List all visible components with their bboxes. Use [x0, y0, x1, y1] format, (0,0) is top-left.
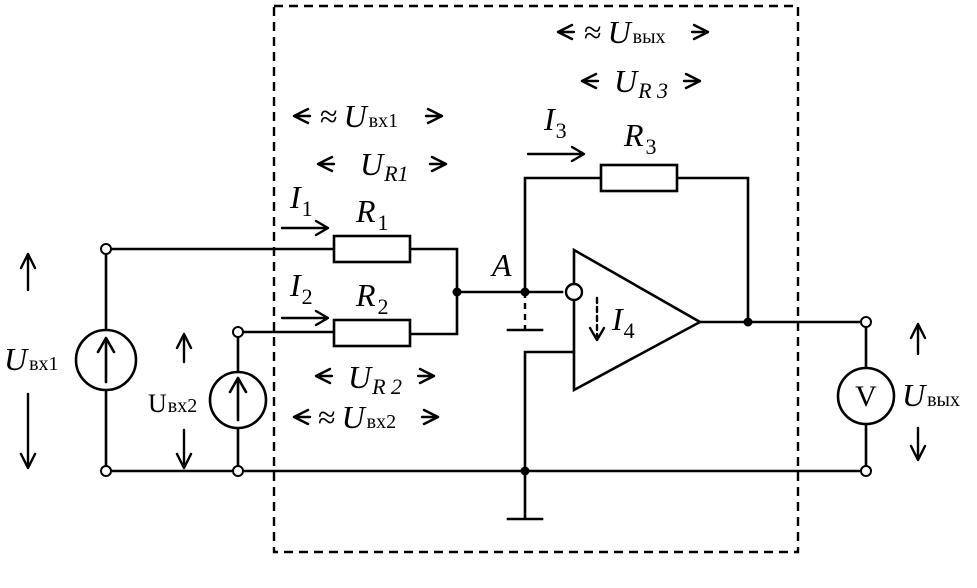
ann-ur3-text: UR 3 — [614, 63, 668, 103]
label-u-in2: Uвх2 — [148, 389, 197, 418]
r3-symbol: R — [623, 117, 644, 153]
approx-symbol-3: ≈ — [584, 14, 602, 50]
terminal-in1-top — [100, 243, 112, 255]
label-i2: I2 — [289, 267, 313, 309]
resistor-r2 — [332, 318, 412, 348]
label-i4: I4 — [611, 301, 635, 343]
ann-ur1-right-arrow — [428, 155, 448, 173]
ann-ur1-text: UR1 — [360, 146, 409, 186]
u-in1-subscript: вх1 — [29, 353, 58, 375]
u-in1-symbol: U — [4, 341, 29, 377]
r2-subscript: 2 — [378, 294, 389, 319]
label-i1: I1 — [289, 179, 313, 221]
ann-uin2-symbol: U — [342, 399, 367, 435]
junction-ground — [520, 466, 530, 476]
source-1-arrow — [96, 336, 116, 384]
i3-subscript: 3 — [556, 118, 567, 143]
ann-uout-right-arrow — [690, 23, 710, 41]
wire-feedback — [523, 176, 750, 324]
u-in2-symbol: U — [148, 389, 167, 418]
ann-ur3-left-arrow — [580, 72, 600, 90]
source-2-arrow — [228, 376, 248, 422]
i3-symbol: I — [543, 101, 556, 137]
r1-subscript: 1 — [378, 210, 389, 235]
i1-subscript: 1 — [302, 196, 313, 221]
ann-uin2-left-arrow — [292, 408, 312, 426]
label-r1: R1 — [355, 193, 389, 235]
ann-ur2-symbol: U — [348, 359, 373, 395]
terminal-in1-bottom — [100, 465, 112, 477]
ann-ur1-symbol: U — [360, 146, 385, 182]
u-in2-arrow-up — [175, 332, 193, 364]
label-r2: R2 — [355, 277, 389, 319]
i4-symbol: I — [611, 301, 624, 337]
ann-ur3-subscript: R 3 — [637, 78, 668, 103]
ann-ur1-left-arrow — [316, 155, 336, 173]
u-out-arrow-up — [909, 322, 927, 356]
approx-symbol-2: ≈ — [318, 399, 336, 435]
u-out-arrow-down — [909, 426, 927, 462]
ann-uin2-subscript: вх2 — [367, 411, 396, 433]
junction-sum — [452, 287, 462, 297]
op-amp-triangle — [572, 247, 703, 393]
i2-symbol: I — [289, 267, 302, 303]
ann-ur1-subscript: R1 — [383, 161, 408, 186]
i4-arrow-head — [588, 326, 606, 342]
terminal-in2-bottom — [232, 465, 244, 477]
ann-ur2-right-arrow — [416, 367, 436, 385]
i1-symbol: I — [289, 179, 302, 215]
junction-out — [743, 317, 753, 327]
i1-arrow — [280, 219, 330, 237]
wire-noninv — [523, 350, 576, 473]
ann-uin1-subscript: вх1 — [369, 110, 398, 132]
ann-ur2-subscript: R 2 — [371, 374, 402, 399]
ann-uout-symbol: U — [608, 14, 633, 50]
u-in2-subscript: вх2 — [168, 395, 197, 417]
ann-uin2-right-arrow — [420, 408, 440, 426]
terminal-out-bottom — [860, 465, 872, 477]
ann-ur3-right-arrow — [682, 72, 702, 90]
junction-a — [520, 287, 530, 297]
ann-ur2-left-arrow — [314, 367, 334, 385]
terminal-out-top — [860, 316, 872, 328]
resistor-r1 — [332, 234, 412, 264]
i2-subscript: 2 — [302, 284, 313, 309]
label-r3: R3 — [623, 117, 657, 159]
i3-arrow — [526, 145, 586, 163]
block-boundary — [272, 4, 800, 554]
label-node-a: A — [490, 247, 512, 283]
terminal-in2-top — [232, 326, 244, 338]
resistor-r3 — [599, 163, 679, 193]
r3-subscript: 3 — [646, 134, 657, 159]
ann-uin1-left-arrow — [292, 107, 312, 125]
ground-symbol — [506, 469, 544, 521]
voltmeter-circle — [836, 366, 896, 426]
r1-symbol: R — [355, 193, 376, 229]
ann-ur3-symbol: U — [614, 63, 639, 99]
u-in2-arrow-down — [175, 428, 193, 470]
ann-uin1-right-arrow — [424, 107, 444, 125]
inverting-input-circle — [564, 282, 584, 302]
u-in1-arrow-up — [19, 252, 37, 292]
u-in1-arrow-down — [19, 392, 37, 470]
u-out-subscript: вых — [927, 389, 960, 411]
ann-ur2-text: UR 2 — [348, 359, 402, 399]
voltmeter-label: V — [855, 380, 877, 413]
r2-symbol: R — [355, 277, 376, 313]
i4-subscript: 4 — [624, 318, 635, 343]
label-i3: I3 — [543, 101, 567, 143]
approx-symbol: ≈ — [320, 98, 338, 134]
ann-uout-left-arrow — [556, 23, 576, 41]
ann-uout-subscript: вых — [633, 26, 666, 48]
ann-uin1-symbol: U — [344, 98, 369, 134]
i2-arrow — [280, 309, 330, 327]
u-out-symbol: U — [902, 377, 927, 413]
